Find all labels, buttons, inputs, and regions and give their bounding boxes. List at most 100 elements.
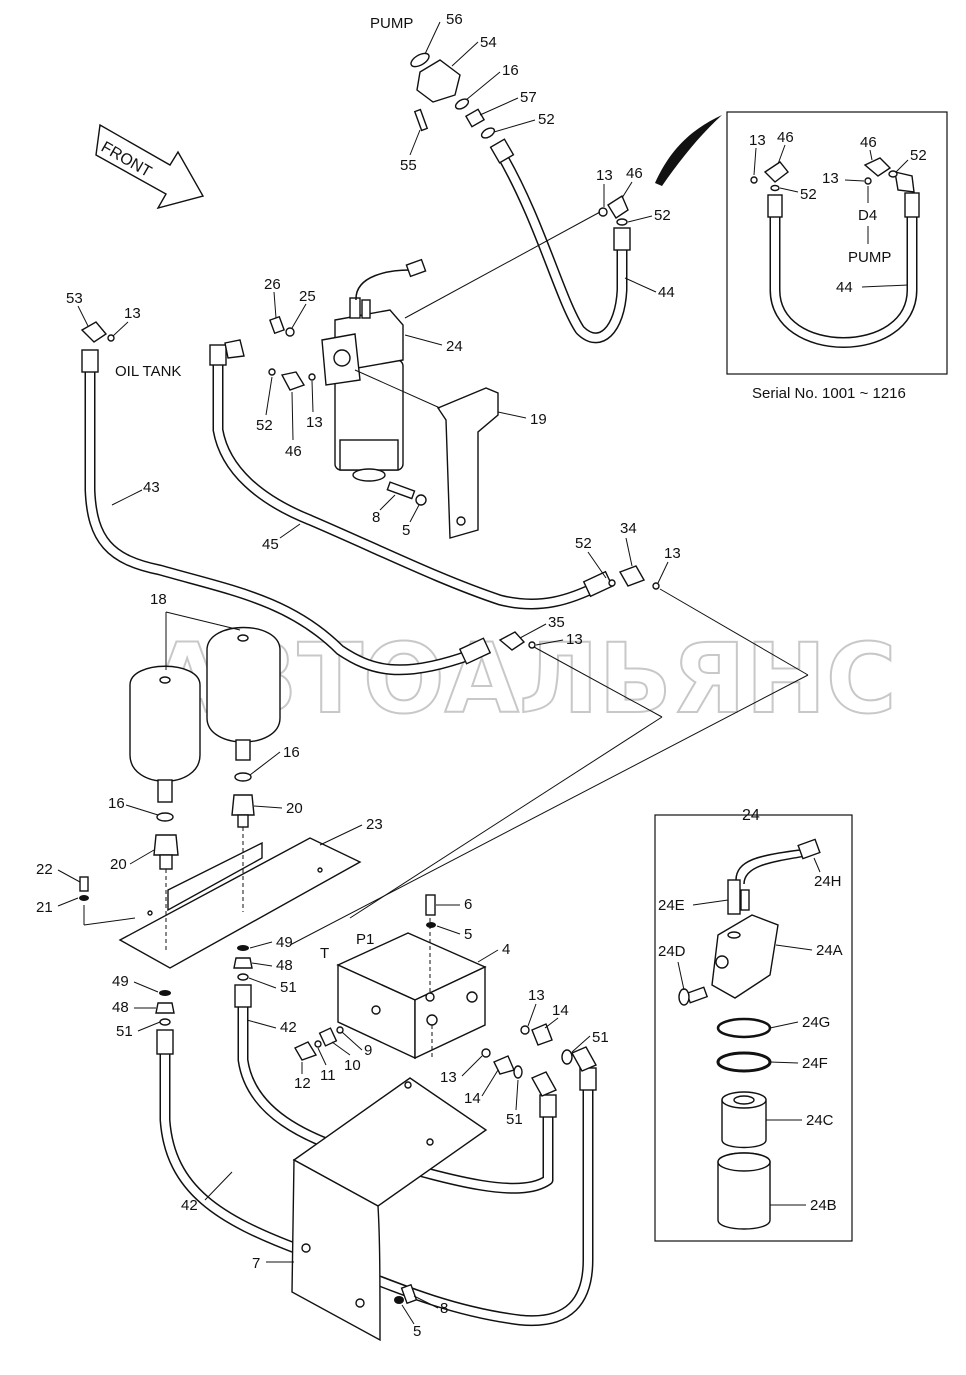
label-7: 7 bbox=[252, 1255, 260, 1272]
label-52: 52 bbox=[256, 417, 273, 434]
label-42: 42 bbox=[181, 1197, 198, 1214]
label-52: 52 bbox=[575, 535, 592, 552]
label-49: 49 bbox=[112, 973, 129, 990]
oring-16 bbox=[454, 98, 470, 110]
label-46: 46 bbox=[285, 443, 302, 460]
label-52: 52 bbox=[800, 186, 817, 203]
inset-serial: 13 46 52 46 52 13 D4 PUMP 44 Serial No. … bbox=[726, 111, 948, 402]
label-4: 4 bbox=[502, 941, 510, 958]
p1-label: P1 bbox=[356, 931, 374, 948]
label-53: 53 bbox=[66, 290, 83, 307]
label-20: 20 bbox=[286, 800, 303, 817]
t-label: T bbox=[320, 945, 329, 962]
label-13: 13 bbox=[528, 987, 545, 1004]
label-16: 16 bbox=[283, 744, 300, 761]
label-46: 46 bbox=[860, 134, 877, 151]
label-51: 51 bbox=[280, 979, 297, 996]
label-13: 13 bbox=[822, 170, 839, 187]
label-13: 13 bbox=[749, 132, 766, 149]
oil-tank-label: OIL TANK bbox=[115, 363, 181, 380]
label-13: 13 bbox=[664, 545, 681, 562]
oring-52a bbox=[480, 127, 496, 139]
elbow-53 bbox=[80, 321, 108, 343]
hose-44: 13 46 52 44 bbox=[489, 138, 675, 344]
label-48: 48 bbox=[276, 957, 293, 974]
label-24B: 24B bbox=[810, 1197, 837, 1214]
label-25: 25 bbox=[299, 288, 316, 305]
label-54: 54 bbox=[480, 34, 497, 51]
label-13: 13 bbox=[566, 631, 583, 648]
label-24D: 24D bbox=[658, 943, 686, 960]
label-52: 52 bbox=[538, 111, 555, 128]
fittings-left: 49 48 51 49 48 51 bbox=[112, 934, 297, 1040]
label-52: 52 bbox=[654, 207, 671, 224]
front-arrow: FRONT bbox=[95, 123, 205, 210]
flange-54 bbox=[416, 59, 461, 103]
label-8: 8 bbox=[372, 509, 380, 526]
label-14: 14 bbox=[552, 1002, 569, 1019]
adapter-57 bbox=[464, 108, 486, 128]
label-24F: 24F bbox=[802, 1055, 828, 1072]
label-5: 5 bbox=[402, 522, 410, 539]
label-45: 45 bbox=[262, 536, 279, 553]
label-18: 18 bbox=[150, 591, 167, 608]
fittings-9-12: 9 10 11 12 bbox=[294, 1026, 372, 1092]
label-44: 44 bbox=[836, 279, 853, 296]
label-16: 16 bbox=[502, 62, 519, 79]
oring-52b bbox=[616, 218, 628, 226]
label-13: 13 bbox=[596, 167, 613, 184]
label-9: 9 bbox=[364, 1042, 372, 1059]
inset-filter-24: 24 24H 24E 24D 24A 24G 24F 24C 24B bbox=[654, 807, 853, 1242]
pump-fittings-top: PUMP 56 54 16 57 52 55 bbox=[370, 11, 555, 174]
label-57: 57 bbox=[520, 89, 537, 106]
filter-assembly-24: 26 25 24 52 46 13 bbox=[256, 211, 601, 482]
label-23: 23 bbox=[366, 816, 383, 833]
label-49: 49 bbox=[276, 934, 293, 951]
label-43: 43 bbox=[143, 479, 160, 496]
oring-56 bbox=[410, 52, 430, 68]
inset-24-title: 24 bbox=[742, 807, 760, 824]
label-51: 51 bbox=[506, 1111, 523, 1128]
label-13: 13 bbox=[124, 305, 141, 322]
label-48: 48 bbox=[112, 999, 129, 1016]
label-21: 21 bbox=[36, 899, 53, 916]
label-24H: 24H bbox=[814, 873, 842, 890]
label-20: 20 bbox=[110, 856, 127, 873]
label-24: 24 bbox=[446, 338, 463, 355]
label-12: 12 bbox=[294, 1075, 311, 1092]
inset-pointer bbox=[655, 115, 722, 186]
pump-top-label: PUMP bbox=[370, 15, 413, 32]
label-52: 52 bbox=[910, 147, 927, 164]
label-46: 46 bbox=[777, 129, 794, 146]
pump-inset-label: PUMP bbox=[848, 249, 891, 266]
label-35: 35 bbox=[548, 614, 565, 631]
elbow-46a bbox=[607, 194, 629, 219]
label-55: 55 bbox=[400, 157, 417, 174]
label-44: 44 bbox=[658, 284, 675, 301]
label-5: 5 bbox=[413, 1323, 421, 1340]
d4-label: D4 bbox=[858, 207, 877, 224]
label-26: 26 bbox=[264, 276, 281, 293]
label-11: 11 bbox=[320, 1067, 336, 1084]
label-51: 51 bbox=[116, 1023, 133, 1040]
label-46: 46 bbox=[626, 165, 643, 182]
label-24E: 24E bbox=[658, 897, 685, 914]
label-13: 13 bbox=[440, 1069, 457, 1086]
label-24G: 24G bbox=[802, 1014, 830, 1031]
label-5: 5 bbox=[464, 926, 472, 943]
hose-43: 53 13 OIL TANK 43 35 13 bbox=[66, 290, 583, 676]
label-42: 42 bbox=[280, 1019, 297, 1036]
label-24A: 24A bbox=[816, 942, 843, 959]
label-14: 14 bbox=[464, 1090, 481, 1107]
plate-23: 23 22 21 bbox=[36, 816, 383, 969]
label-56: 56 bbox=[446, 11, 463, 28]
elbow-34 bbox=[618, 565, 646, 587]
valve-block-4: 6 5 4 P1 T bbox=[320, 894, 510, 1060]
bolt-55 bbox=[413, 108, 429, 132]
label-8: 8 bbox=[440, 1300, 448, 1317]
oring-13a bbox=[598, 207, 608, 217]
label-24C: 24C bbox=[806, 1112, 834, 1129]
elbow-35 bbox=[498, 631, 526, 651]
